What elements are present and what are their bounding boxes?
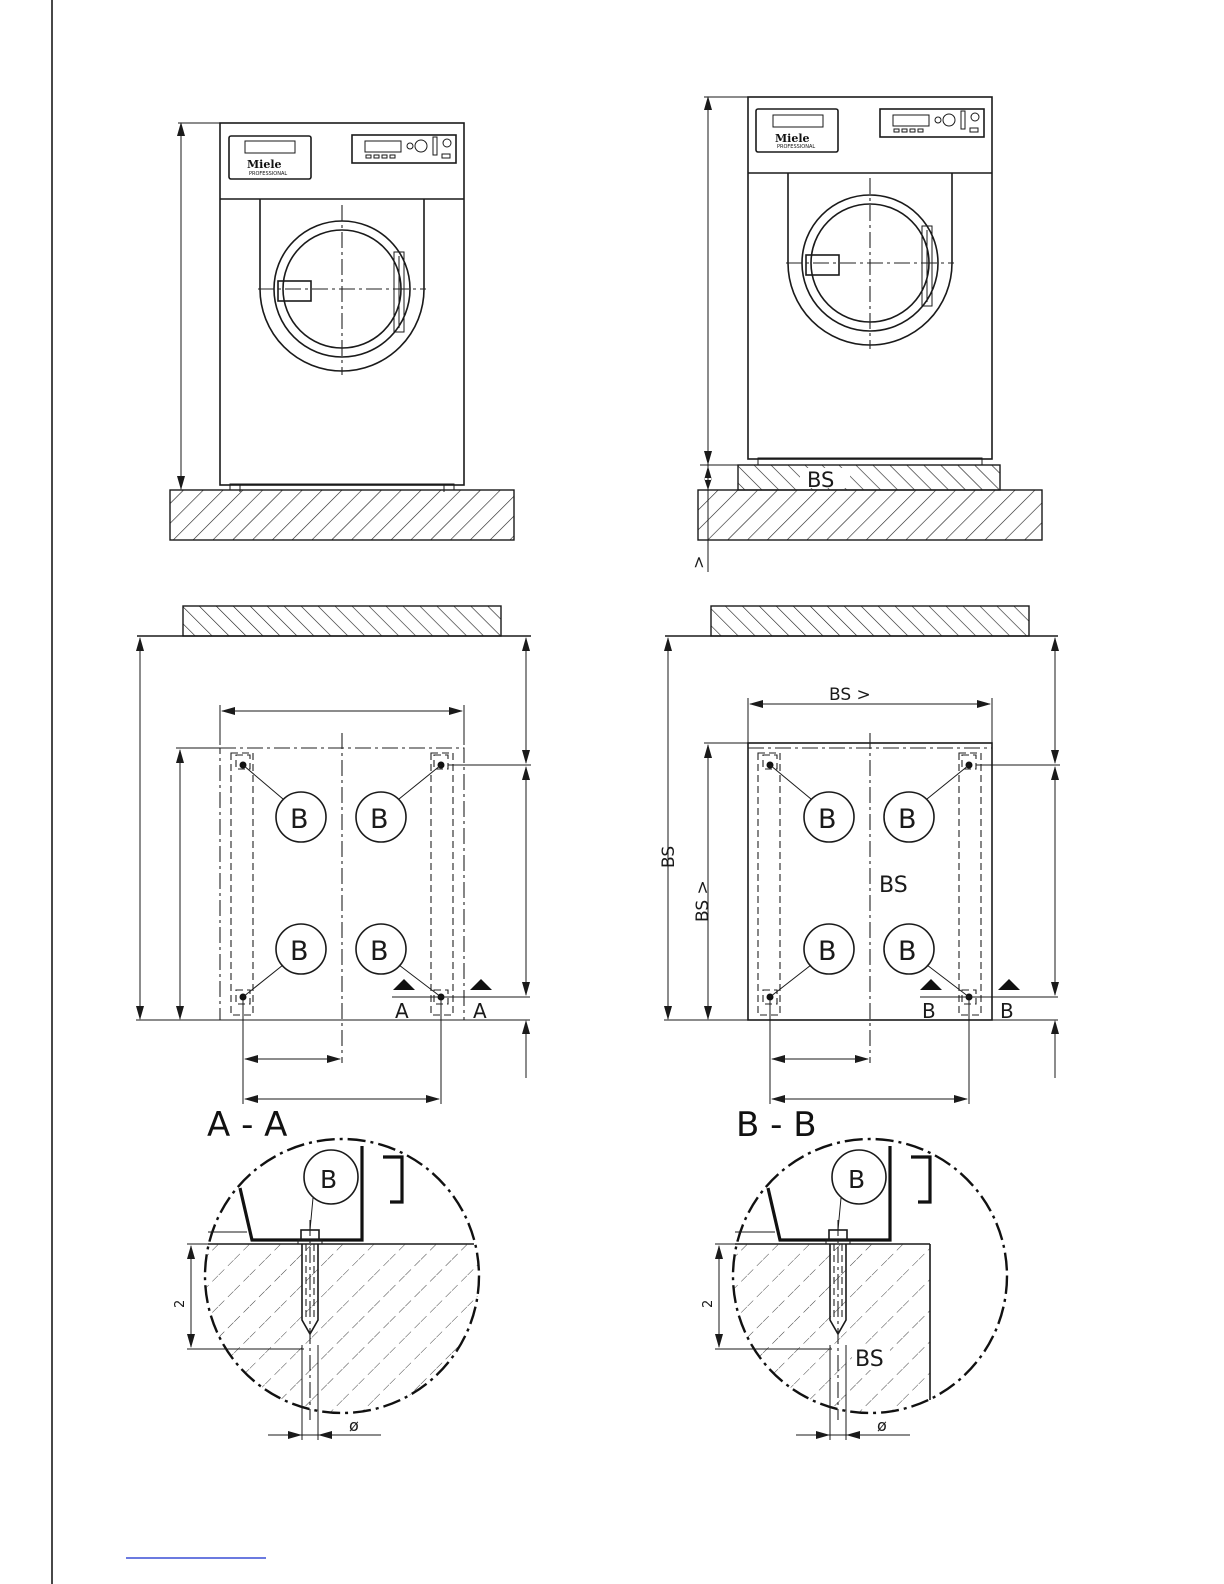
svg-text:B: B bbox=[370, 936, 389, 967]
svg-text:B: B bbox=[290, 804, 309, 835]
svg-text:>: > bbox=[689, 556, 708, 569]
front-view-floor: Miele PROFESSIONAL bbox=[170, 122, 514, 540]
svg-text:B: B bbox=[290, 936, 309, 967]
diameter-label-a: ø bbox=[349, 1416, 359, 1435]
base-depth-label: BS bbox=[659, 846, 679, 868]
plan-view-a: B B B B A A bbox=[136, 606, 531, 1104]
svg-text:PROFESSIONAL: PROFESSIONAL bbox=[249, 171, 287, 177]
diameter-label-b: ø bbox=[877, 1416, 887, 1435]
control-panel bbox=[352, 135, 456, 163]
svg-text:PROFESSIONAL: PROFESSIONAL bbox=[777, 144, 815, 150]
svg-text:B: B bbox=[320, 1165, 337, 1194]
section-marker-b: B bbox=[922, 999, 936, 1023]
svg-text:B: B bbox=[818, 936, 837, 967]
base-label-front: BS bbox=[807, 468, 834, 492]
svg-text:A: A bbox=[473, 999, 487, 1023]
base-min-width-label: BS > bbox=[829, 685, 871, 705]
section-title-b: B - B bbox=[736, 1105, 817, 1145]
base-plinth bbox=[738, 465, 1000, 490]
wall-hatch-a bbox=[183, 606, 501, 636]
svg-text:2: 2 bbox=[701, 1300, 716, 1308]
machine-body bbox=[220, 123, 464, 485]
section-a-a: A - A 2 B ø bbox=[173, 1105, 480, 1440]
base-min-depth-label: BS > bbox=[693, 880, 713, 922]
front-view-base: BS Miele PROFESSIONAL > bbox=[689, 96, 1042, 572]
plan-view-b: B B B B BS B B BS > BS BS > bbox=[659, 606, 1060, 1104]
section-marker-a: A bbox=[395, 999, 409, 1023]
base-label-plan: BS bbox=[879, 873, 908, 898]
svg-text:B: B bbox=[898, 804, 917, 835]
base-label-section: BS bbox=[855, 1347, 884, 1372]
section-title-a: A - A bbox=[207, 1105, 287, 1145]
svg-text:B: B bbox=[818, 804, 837, 835]
floor-hatch bbox=[170, 490, 514, 540]
floor-hatch-right bbox=[698, 490, 1042, 540]
svg-text:B: B bbox=[848, 1165, 865, 1194]
svg-text:B: B bbox=[898, 936, 917, 967]
section-b-b: B - B 2 B BS ø bbox=[701, 1105, 1007, 1440]
svg-text:B: B bbox=[370, 804, 389, 835]
svg-text:2: 2 bbox=[173, 1300, 188, 1308]
svg-text:B: B bbox=[1000, 999, 1014, 1023]
wall-hatch-b bbox=[711, 606, 1029, 636]
brand-logo: Miele bbox=[247, 158, 282, 171]
